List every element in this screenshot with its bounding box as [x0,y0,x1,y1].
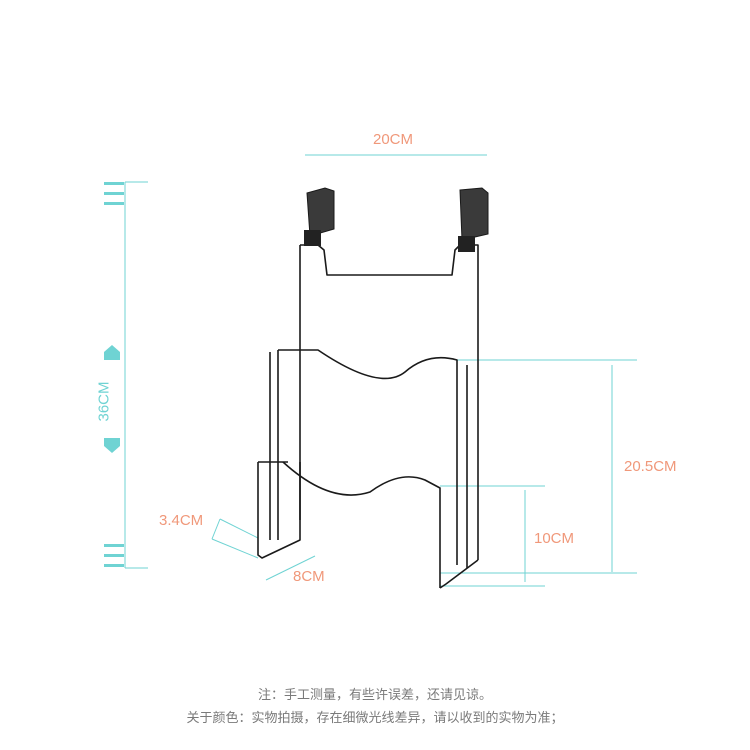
bottom-front-wire [439,559,479,589]
down-arrow-icon [104,438,120,453]
wire-rack [257,244,479,589]
front-upper-wire [277,349,458,565]
back-top-wire [300,244,479,560]
bottom-marker-bar [104,544,124,547]
lip-label: 3.4CM [159,512,204,529]
dimension-guides [124,154,637,587]
measurement-note: 注：手工测量，有些许误差，还请见谅。 [257,688,492,703]
lower-tray-wire [257,462,301,559]
hooks [304,187,489,252]
height-label: 36CM [95,381,113,422]
right-hook-clip [458,236,475,252]
top-marker-bar [104,202,124,205]
lip-guide-cap [211,518,221,540]
left-hook-clip [304,230,321,246]
depth-guide-line [265,555,316,581]
width-label: 20CM [373,131,414,148]
upper-section-label: 20.5CM [624,458,677,475]
color-note: 关于颜色：实物拍摄，存在细微光线差异，请以收到的实物为准； [186,711,564,726]
bottom-marker-bar [104,564,124,567]
inner-curve-wire [282,461,441,588]
lip-guide-line-bottom [211,538,259,559]
depth-label: 8CM [293,568,325,585]
height-end-markers [104,182,124,567]
bottom-marker-bar [104,554,124,557]
lower-section-label: 10CM [534,530,575,547]
top-marker-bar [104,192,124,195]
up-arrow-icon [104,345,120,360]
top-marker-bar [104,182,124,185]
right-hook-icon [459,187,489,241]
left-hook-icon [306,187,335,237]
lip-guide-line-top [219,518,259,539]
